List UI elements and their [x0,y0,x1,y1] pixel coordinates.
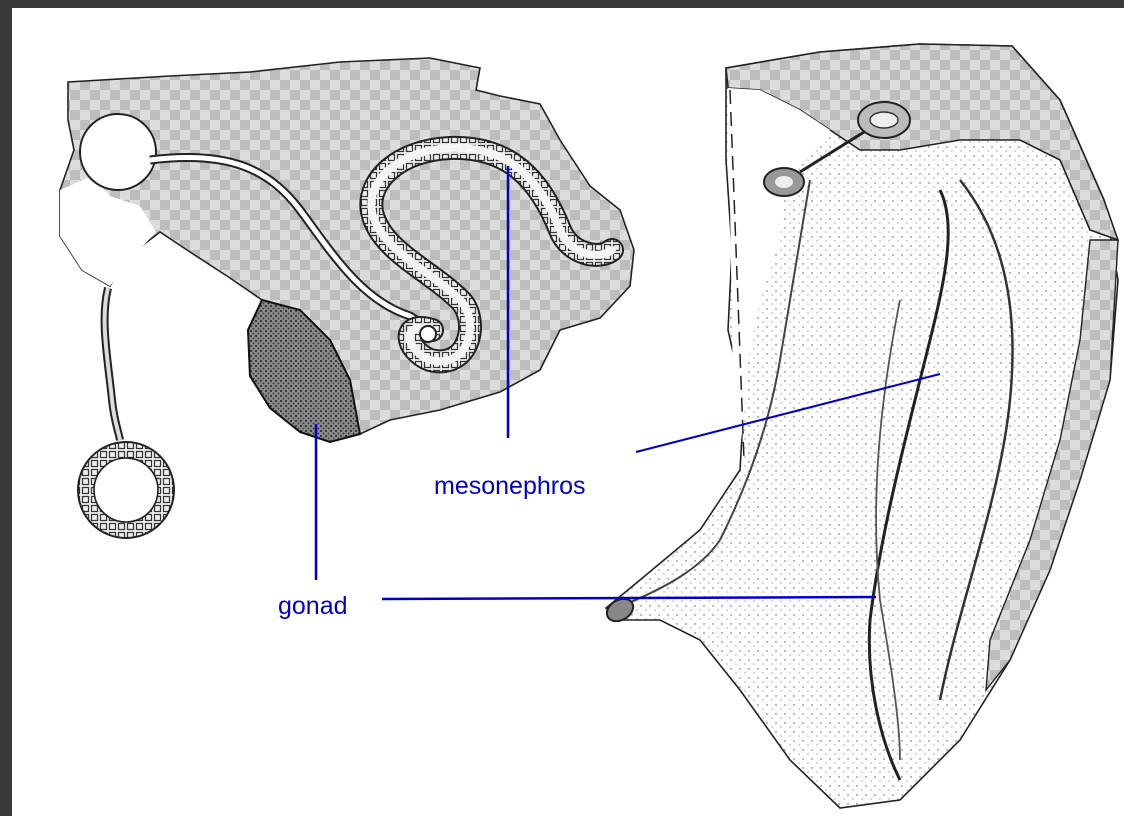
frame-top-border [0,0,1124,8]
upper-vessel [80,114,156,190]
gonad-label: gonad [278,594,348,619]
cross-section-figure [60,58,634,538]
diagram-canvas: mesonephros gonad [12,8,1124,816]
mesonephros-label: mesonephros [434,474,585,499]
frame-left-border [0,0,12,816]
surface-view-figure [603,44,1118,808]
surface-tissue [606,44,1118,808]
diagram-svg [12,8,1124,816]
